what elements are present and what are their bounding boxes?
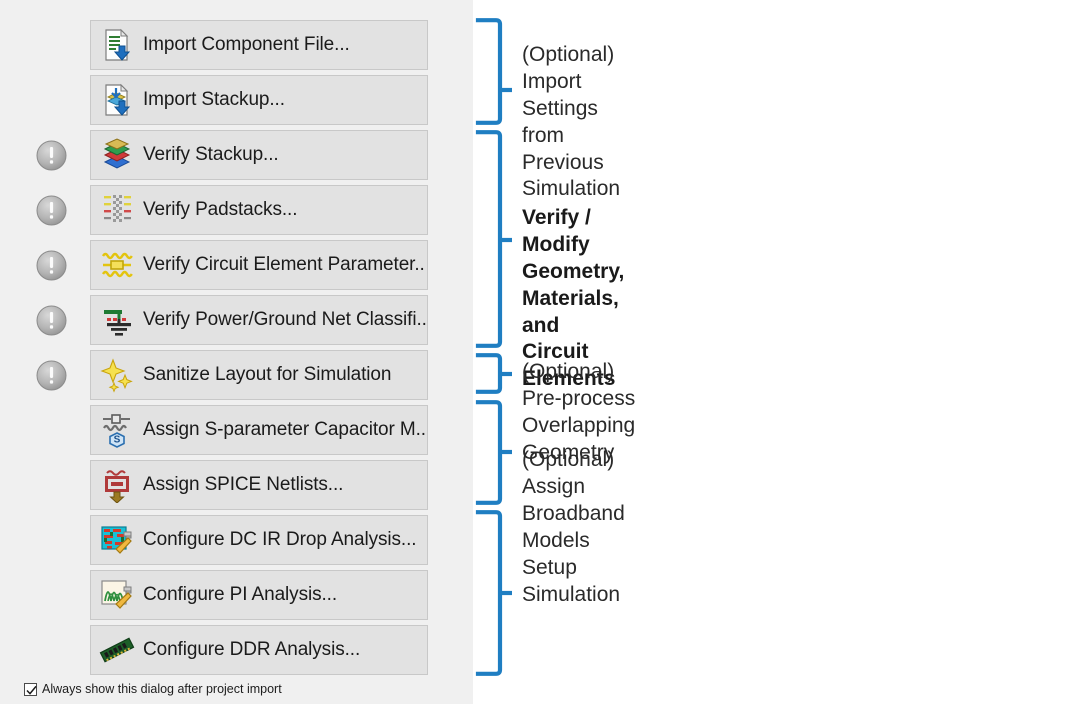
wizard-button-s-parameter-capacitor[interactable]: S Assign S-parameter Capacitor M.. bbox=[90, 405, 428, 455]
pi-analysis-icon bbox=[99, 577, 135, 613]
warning-icon bbox=[36, 360, 67, 391]
annotation-verify-modify-geometry-text: Verify / Modify Geometry, Materials, and… bbox=[522, 206, 625, 391]
warning-icon bbox=[36, 140, 67, 171]
annotation-assign-broadband-models-text: (Optional) Assign Broadband Models bbox=[522, 448, 625, 552]
wizard-button-label: Sanitize Layout for Simulation bbox=[143, 364, 392, 385]
padstack-grid-icon bbox=[99, 192, 135, 228]
checkbox-box[interactable] bbox=[24, 682, 37, 696]
wizard-row: S Assign S-parameter Capacitor M.. bbox=[0, 405, 473, 455]
layer-stack-icon bbox=[99, 137, 135, 173]
wizard-button-sparkle-sanitize[interactable]: Sanitize Layout for Simulation bbox=[90, 350, 428, 400]
annotation-import-settings-text: (Optional) Import Settings from Previous… bbox=[522, 43, 621, 201]
wizard-button-label: Assign SPICE Netlists... bbox=[143, 474, 344, 495]
wizard-button-label: Verify Power/Ground Net Classifi.. bbox=[143, 309, 427, 330]
wizard-button-label: Configure PI Analysis... bbox=[143, 584, 338, 605]
wizard-row: Configure DDR Analysis... bbox=[0, 625, 473, 675]
dc-ir-drop-icon bbox=[99, 522, 135, 558]
wizard-button-label: Assign S-parameter Capacitor M.. bbox=[143, 419, 426, 440]
wizard-button-ddr-memory[interactable]: Configure DDR Analysis... bbox=[90, 625, 428, 675]
wizard-row: Assign SPICE Netlists... bbox=[0, 460, 473, 510]
wizard-row: Verify Circuit Element Parameter.. bbox=[0, 240, 473, 290]
wizard-row: Import Component File... bbox=[0, 20, 473, 70]
wizard-button-padstack-grid[interactable]: Verify Padstacks... bbox=[90, 185, 428, 235]
wizard-row: Import Stackup... bbox=[0, 75, 473, 125]
wizard-button-import-component-file[interactable]: Import Component File... bbox=[90, 20, 428, 70]
wizard-row: Verify Padstacks... bbox=[0, 185, 473, 235]
spice-netlist-icon bbox=[99, 467, 135, 504]
wizard-button-pi-analysis[interactable]: Configure PI Analysis... bbox=[90, 570, 428, 620]
wizard-button-spice-netlist[interactable]: Assign SPICE Netlists... bbox=[90, 460, 428, 510]
svg-text:S: S bbox=[114, 435, 121, 446]
circuit-element-icon bbox=[99, 247, 135, 283]
always-show-dialog-checkbox[interactable]: Always show this dialog after project im… bbox=[24, 682, 282, 696]
s-parameter-capacitor-icon: S bbox=[99, 412, 135, 448]
wizard-button-dc-ir-drop[interactable]: Configure DC IR Drop Analysis... bbox=[90, 515, 428, 565]
checkmark-icon bbox=[26, 685, 37, 695]
wizard-row: Verify Stackup... bbox=[0, 130, 473, 180]
wizard-button-layer-stack[interactable]: Verify Stackup... bbox=[90, 130, 428, 180]
wizard-button-import-stackup[interactable]: Import Stackup... bbox=[90, 75, 428, 125]
wizard-button-circuit-element[interactable]: Verify Circuit Element Parameter.. bbox=[90, 240, 428, 290]
annotation-preprocess-overlapping-geometry-text: (Optional) Pre-process Overlapping Geome… bbox=[522, 360, 636, 464]
wizard-button-label: Configure DC IR Drop Analysis... bbox=[143, 529, 417, 550]
power-ground-net-icon bbox=[99, 302, 135, 338]
wizard-button-power-ground-net[interactable]: Verify Power/Ground Net Classifi.. bbox=[90, 295, 428, 345]
wizard-row: Configure DC IR Drop Analysis... bbox=[0, 515, 473, 565]
wizard-button-label: Verify Stackup... bbox=[143, 144, 279, 165]
warning-icon bbox=[36, 305, 67, 336]
wizard-row: Configure PI Analysis... bbox=[0, 570, 473, 620]
wizard-button-label: Verify Circuit Element Parameter.. bbox=[143, 254, 425, 275]
wizard-button-label: Import Stackup... bbox=[143, 89, 285, 110]
checkbox-label: Always show this dialog after project im… bbox=[42, 682, 282, 696]
warning-icon bbox=[36, 250, 67, 281]
wizard-row: Verify Power/Ground Net Classifi.. bbox=[0, 295, 473, 345]
sparkle-sanitize-icon bbox=[99, 357, 135, 393]
wizard-button-label: Configure DDR Analysis... bbox=[143, 639, 361, 660]
warning-icon bbox=[36, 195, 67, 226]
import-stackup-icon bbox=[99, 82, 135, 118]
annotation-layer: (Optional) Import Settings from Previous… bbox=[473, 0, 1085, 704]
wizard-row: Sanitize Layout for Simulation bbox=[0, 350, 473, 400]
wizard-button-label: Import Component File... bbox=[143, 34, 350, 55]
ddr-memory-icon bbox=[99, 632, 135, 668]
import-component-file-icon bbox=[99, 27, 135, 63]
annotation-setup-simulation-text: Setup Simulation bbox=[522, 556, 621, 606]
wizard-button-label: Verify Padstacks... bbox=[143, 199, 298, 220]
